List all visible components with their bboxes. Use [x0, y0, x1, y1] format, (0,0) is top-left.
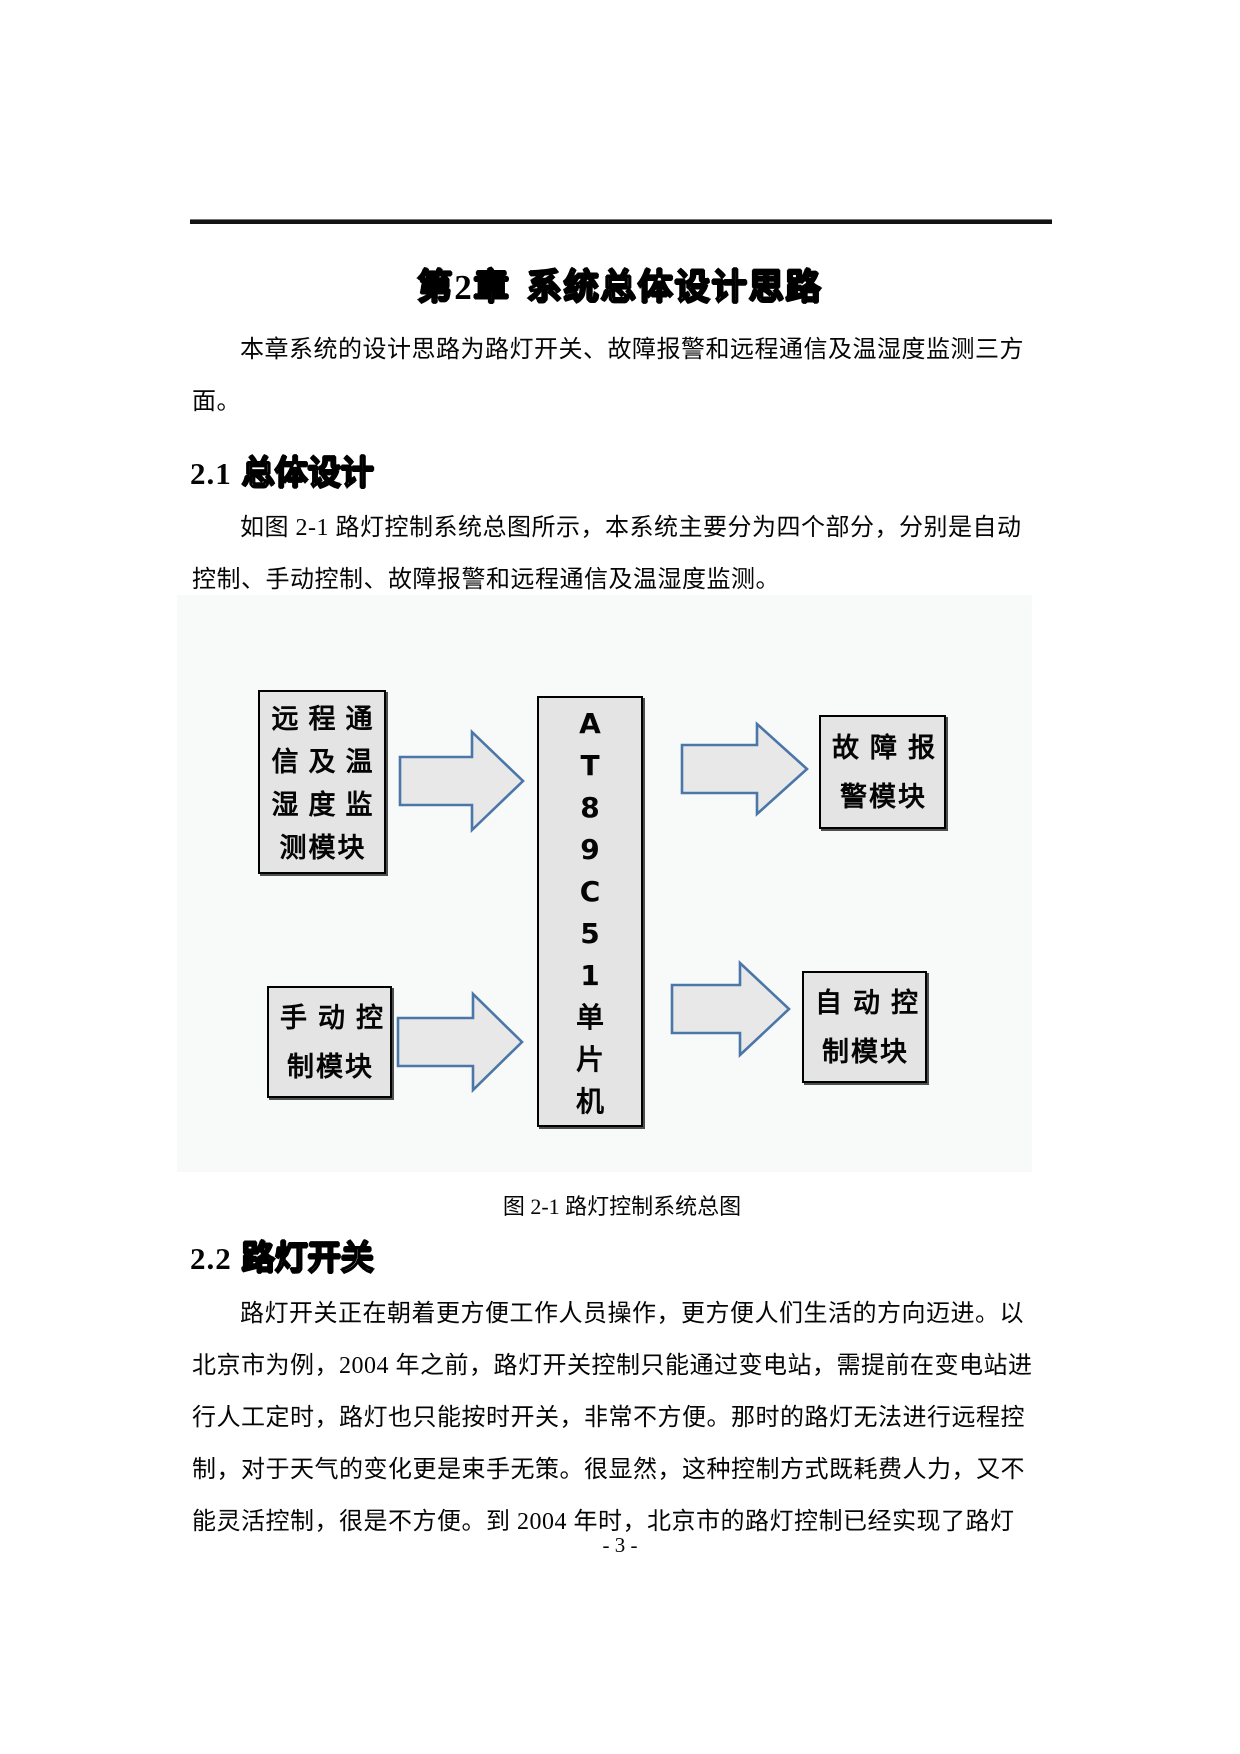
mcu-char-ji: 机 [575, 1085, 604, 1118]
section-heading-2-2: 2.2 路灯开关 [190, 1237, 375, 1287]
mcu-char-dan: 单 [575, 1001, 604, 1034]
box-auto-line-2: 制模块 [822, 1037, 909, 1067]
mcu-char-a: A [579, 707, 601, 740]
arrow-mcu-to-auto-icon [670, 959, 791, 1059]
section-2-1-number: 2.1 [190, 456, 232, 491]
arrow-remote-to-mcu-icon [398, 728, 525, 834]
box-auto-line-1: 自动控 [815, 988, 929, 1018]
arrow-mcu-to-alarm-icon [680, 721, 809, 817]
paragraph-2-2-line-3: 行人工定时，路灯也只能按时开关，非常不方便。那时的路灯无法进行远程控 [192, 1405, 1025, 1431]
page-number: - 3 - [602, 1533, 638, 1557]
intro-line-1: 本章系统的设计思路为路灯开关、故障报警和远程通信及温湿度监测三方 [240, 337, 1024, 363]
box-at89c51-mcu: A T 8 9 C 5 1 单 片 机 [537, 696, 643, 1127]
diagram-arrows-layer [396, 721, 809, 1094]
box-alarm-line-2: 警模块 [840, 782, 927, 812]
box-manual-line-2: 制模块 [287, 1052, 374, 1082]
section-heading-2-1: 2.1 总体设计 [190, 452, 375, 502]
paragraph-2-2-line-4: 制，对于天气的变化更是束手无策。很显然，这种控制方式既耗费人力，又不 [192, 1457, 1025, 1483]
mcu-char-8: 8 [580, 791, 600, 824]
arrow-manual-to-mcu-icon [396, 990, 524, 1094]
box-manual-line-1: 手动控 [280, 1003, 394, 1033]
paragraph-2-1: 如图 2-1 路灯控制系统总图所示，本系统主要分为四个部分，分别是自动 控制、手… [192, 502, 1052, 606]
intro-paragraph: 本章系统的设计思路为路灯开关、故障报警和远程通信及温湿度监测三方 面。 [192, 324, 1052, 428]
intro-line-2: 面。 [192, 389, 241, 415]
header-rule [190, 219, 1052, 224]
box-manual-control-module: 手动控 制模块 [267, 986, 392, 1098]
paragraph-2-1-line-1: 如图 2-1 路灯控制系统总图所示，本系统主要分为四个部分，分别是自动 [240, 515, 1022, 541]
figure-2-1-diagram: 远程通 信及温 湿度监 测模块 手动控 制模块 A T 8 9 C 5 1 单 … [177, 595, 1032, 1172]
box-remote-line-4: 测模块 [279, 833, 367, 863]
paragraph-2-1-line-2: 控制、手动控制、故障报警和远程通信及温湿度监测。 [192, 567, 780, 593]
figure-caption: 图 2-1 路灯控制系统总图 [502, 1194, 742, 1219]
chapter-title-rest: 系统总体设计思路 [526, 267, 823, 308]
mcu-char-9: 9 [580, 833, 600, 866]
section-2-2-title: 路灯开关 [241, 1240, 375, 1278]
box-remote-line-3: 湿度监 [271, 790, 383, 820]
paragraph-2-2-line-1: 路灯开关正在朝着更方便工作人员操作，更方便人们生活的方向迈进。以 [240, 1301, 1024, 1327]
mcu-char-pian: 片 [575, 1043, 604, 1076]
section-2-2-number: 2.2 [190, 1241, 232, 1276]
mcu-char-5: 5 [580, 917, 600, 950]
mcu-char-t: T [580, 749, 600, 782]
box-alarm-line-1: 故障报 [832, 733, 946, 763]
chapter-title-number: 2 [454, 268, 474, 307]
box-remote-line-1: 远程通 [271, 704, 383, 734]
chapter-title: 第2章系统总体设计思路 [0, 262, 1240, 314]
chapter-title-mid: 章 [473, 267, 511, 308]
paragraph-2-2-line-5: 能灵活控制，很是不方便。到 2004 年时，北京市的路灯控制已经实现了路灯 [192, 1509, 1015, 1535]
section-2-1-title: 总体设计 [241, 455, 375, 493]
box-remote-comm-module: 远程通 信及温 湿度监 测模块 [258, 690, 386, 874]
box-fault-alarm-module: 故障报 警模块 [819, 715, 946, 829]
mcu-char-1: 1 [580, 959, 600, 992]
mcu-char-c: C [579, 875, 601, 908]
chapter-title-pre: 第 [416, 267, 455, 308]
box-remote-line-2: 信及温 [271, 747, 383, 777]
box-auto-control-module: 自动控 制模块 [802, 971, 927, 1083]
paragraph-2-2: 路灯开关正在朝着更方便工作人员操作，更方便人们生活的方向迈进。以 北京市为例，2… [192, 1288, 1052, 1548]
paragraph-2-2-line-2: 北京市为例，2004 年之前，路灯开关控制只能通过变电站，需提前在变电站进 [192, 1353, 1033, 1379]
